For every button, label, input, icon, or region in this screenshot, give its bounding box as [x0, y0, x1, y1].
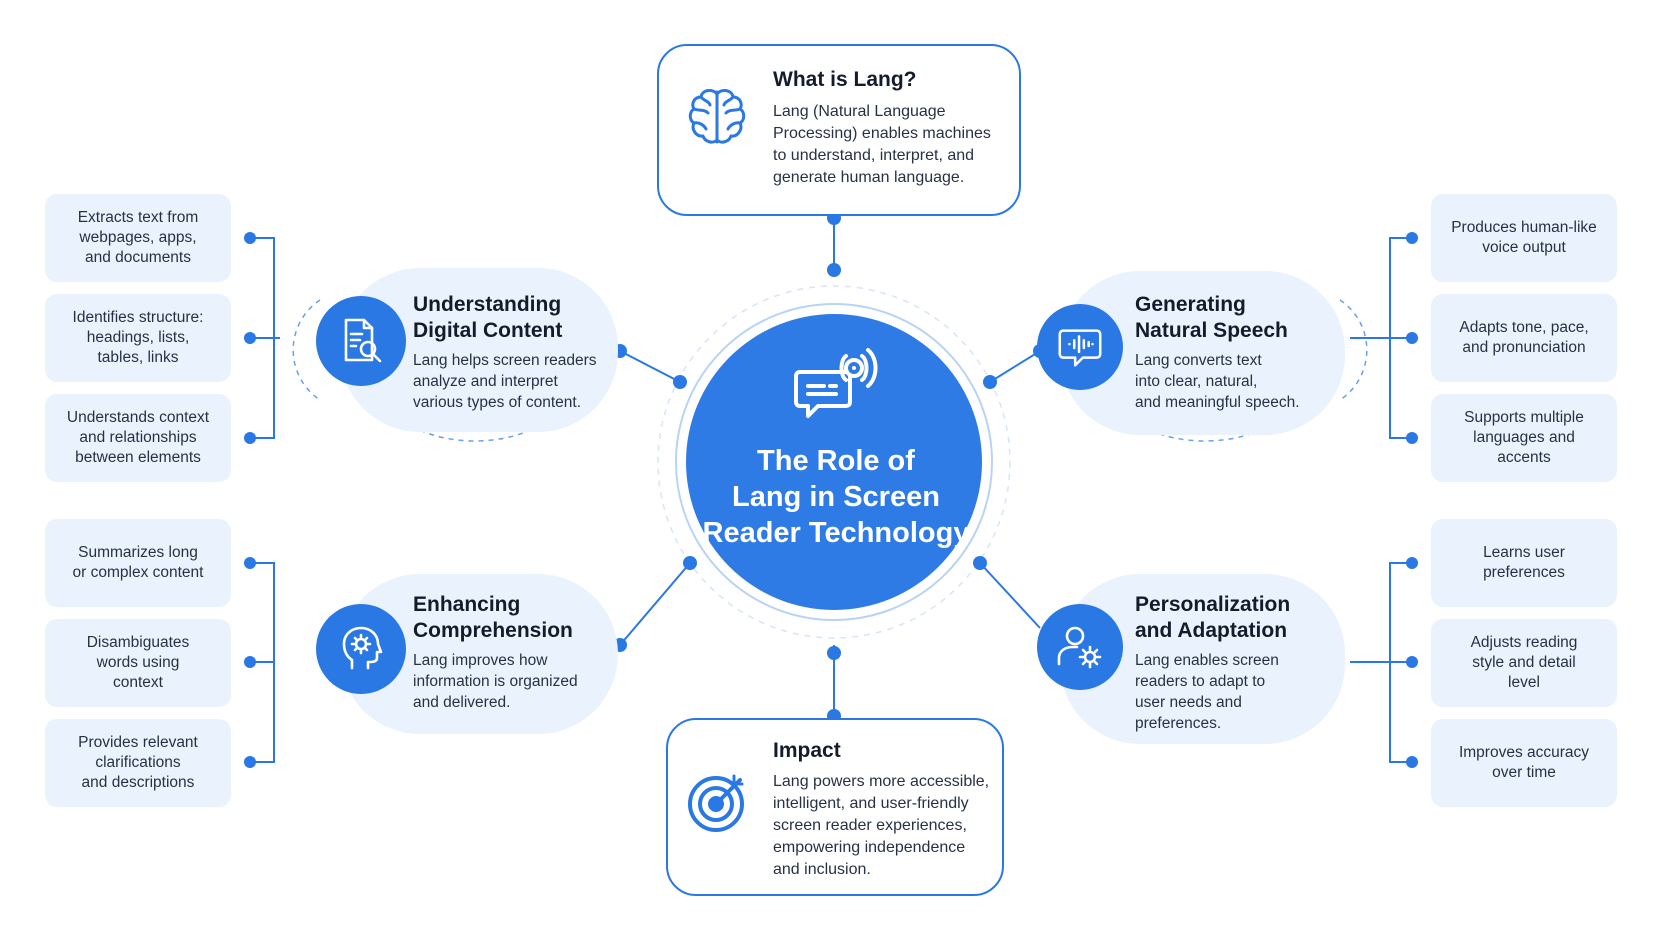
- target-icon: [684, 766, 754, 836]
- user-gear-icon: [1037, 604, 1123, 690]
- head-gear-icon: [316, 604, 406, 694]
- point-identifies-structure: Identifies structure:headings, lists,tab…: [45, 294, 231, 382]
- hub-circle: [686, 314, 982, 610]
- what-is-title: What is Lang?: [773, 68, 917, 91]
- point-tone-pace: Adapts tone, pace,and pronunciation: [1431, 294, 1617, 382]
- impact-description: Lang powers more accessible,intelligent,…: [773, 773, 990, 878]
- chat-sound-icon: [792, 344, 882, 434]
- brain-icon: [682, 82, 752, 152]
- voice-bubble-icon: [1037, 304, 1123, 390]
- document-search-icon: [316, 296, 406, 386]
- impact-title: Impact: [773, 739, 841, 762]
